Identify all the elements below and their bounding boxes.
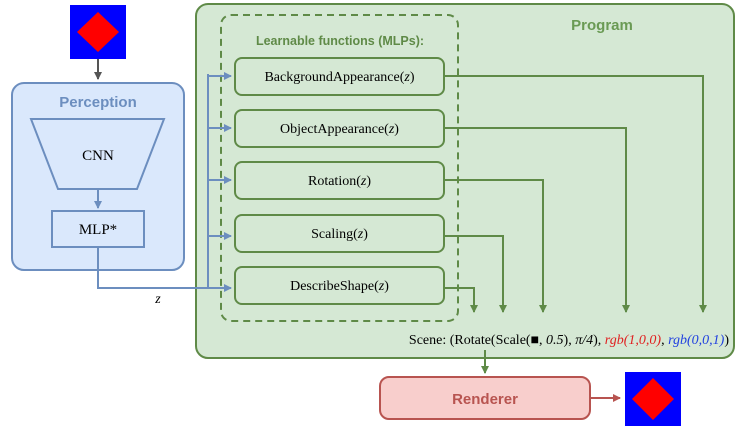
svg-text:Rotation(z): Rotation(z) xyxy=(308,174,371,189)
function-close: ) xyxy=(394,122,399,137)
output-image xyxy=(625,372,681,426)
function-box-describe-shape: DescribeShape(z) xyxy=(234,266,445,305)
function-arg: z xyxy=(360,174,367,189)
latent-z-label: z xyxy=(154,292,161,307)
arrow-object-to-scene xyxy=(444,127,630,313)
scene-sep: , xyxy=(539,333,546,348)
arrow-rotation-to-scene xyxy=(444,179,547,313)
learnable-functions-title: Learnable functions (MLPs): xyxy=(256,34,424,48)
cnn-label: CNN xyxy=(82,148,114,164)
function-arg: z xyxy=(403,70,410,85)
cnn-trapezoid xyxy=(29,118,166,190)
red-diamond-on-blue-icon xyxy=(632,378,674,420)
blue-color-value: rgb(0,0,1) xyxy=(668,333,725,348)
function-close: ) xyxy=(410,70,415,85)
function-arg: z xyxy=(378,279,385,294)
scene-sep: ), xyxy=(564,333,576,348)
angle-value: π/4 xyxy=(575,333,593,348)
svg-text:DescribeShape(z): DescribeShape(z) xyxy=(290,279,389,294)
scene-sep: ), xyxy=(593,333,605,348)
arrow-shape-to-scene xyxy=(444,287,478,313)
function-name: ObjectAppearance( xyxy=(280,122,389,137)
function-box-rotation: Rotation(z) xyxy=(234,161,445,200)
function-name: Rotation( xyxy=(308,174,361,189)
red-diamond-on-blue-icon xyxy=(77,12,119,52)
function-box-background-appearance: BackgroundAppearance(z) xyxy=(234,57,445,96)
function-box-scaling: Scaling(z) xyxy=(234,214,445,253)
scene-prefix: Scene: (Rotate(Scale( xyxy=(409,333,531,348)
scene-expression: Scene: (Rotate(Scale(■, 0.5), π/4), rgb(… xyxy=(409,333,729,348)
function-name: DescribeShape( xyxy=(290,279,379,294)
svg-text:BackgroundAppearance(z): BackgroundAppearance(z) xyxy=(264,70,414,85)
function-close: ) xyxy=(366,174,371,189)
function-arg: z xyxy=(357,227,364,242)
scale-value: 0.5 xyxy=(546,333,564,348)
perception-title: Perception xyxy=(59,94,137,111)
mlp-label: MLP* xyxy=(79,222,117,238)
svg-text:ObjectAppearance(z): ObjectAppearance(z) xyxy=(280,122,399,137)
latent-distribution-arrows xyxy=(97,72,232,292)
scene-sep: , xyxy=(661,333,668,348)
red-color-value: rgb(1,0,0) xyxy=(605,333,662,348)
shape-glyph: ■ xyxy=(531,333,539,348)
function-box-object-appearance: ObjectAppearance(z) xyxy=(234,109,445,148)
function-arg: z xyxy=(388,122,395,137)
renderer-label: Renderer xyxy=(452,391,518,408)
arrow-scaling-to-scene xyxy=(444,235,507,313)
learnable-functions-box xyxy=(220,14,459,322)
function-close: ) xyxy=(363,227,368,242)
function-output-arrows xyxy=(444,75,707,313)
scene-suffix: ) xyxy=(724,333,729,348)
arrow-background-to-scene xyxy=(444,75,707,313)
function-name: BackgroundAppearance( xyxy=(264,70,404,85)
program-title: Program xyxy=(571,17,633,34)
input-image xyxy=(70,5,126,59)
svg-text:Scaling(z): Scaling(z) xyxy=(311,227,368,242)
function-name: Scaling( xyxy=(311,227,358,242)
function-close: ) xyxy=(384,279,389,294)
